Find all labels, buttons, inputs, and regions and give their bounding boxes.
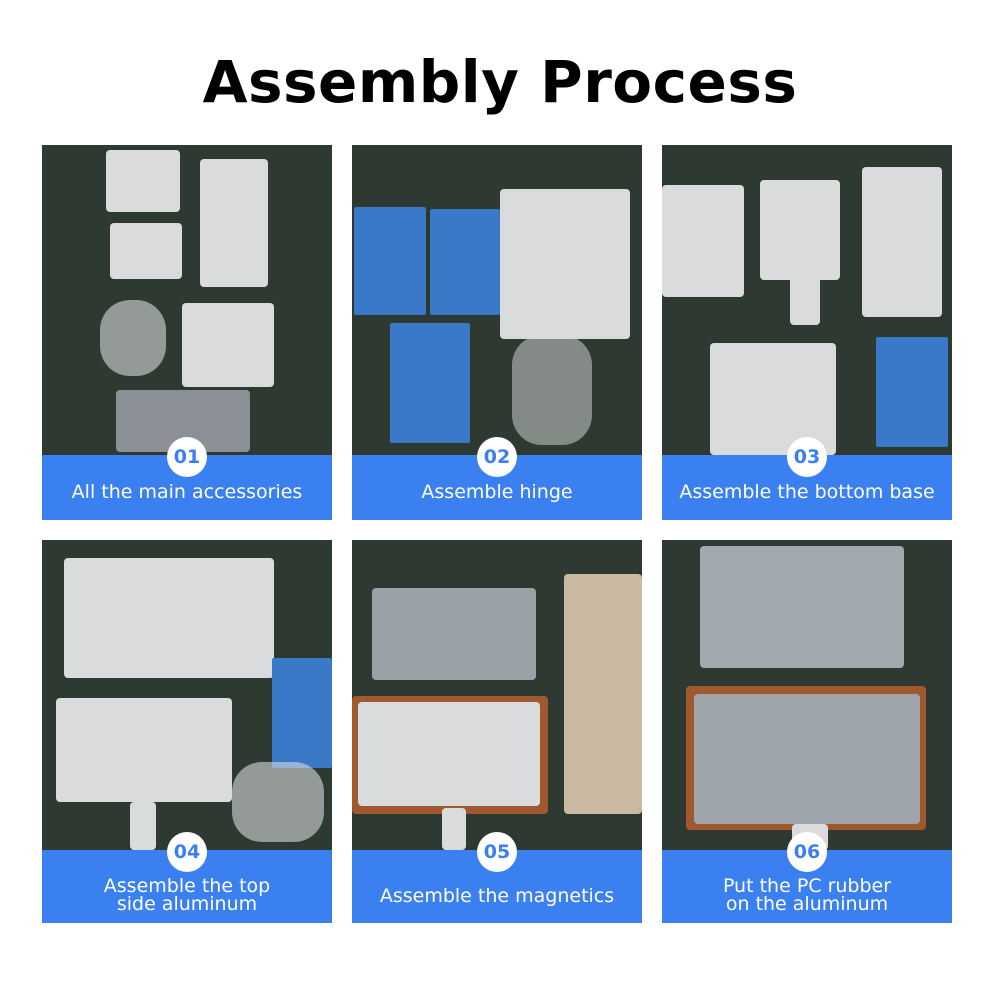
step-photo [42, 540, 332, 850]
step-caption-line-2: on the aluminum [725, 893, 889, 915]
step-card-06: 06 Put the PC rubber on the aluminum [662, 540, 952, 923]
step-caption-line-2: side aluminum [116, 893, 258, 915]
step-photo [662, 540, 952, 850]
step-caption-line-1: Put the PC rubber [722, 875, 892, 897]
step-number: 05 [477, 832, 517, 872]
step-caption: Assemble the bottom base [679, 481, 935, 503]
step-number: 01 [167, 437, 207, 477]
step-caption: All the main accessories [71, 481, 303, 503]
step-number: 04 [167, 832, 207, 872]
step-photo [352, 145, 642, 455]
page-title: Assembly Process [202, 48, 798, 116]
step-card-02: 02 Assemble hinge [352, 145, 642, 520]
step-card-03: 03 Assemble the bottom base [662, 145, 952, 520]
step-number: 06 [787, 832, 827, 872]
step-caption: Assemble the magnetics [379, 885, 615, 907]
step-photo [662, 145, 952, 455]
step-card-04: 04 Assemble the top side aluminum [42, 540, 332, 923]
step-number: 02 [477, 437, 517, 477]
step-number: 03 [787, 437, 827, 477]
step-caption-line-1: Assemble the top [103, 875, 271, 897]
step-photo [352, 540, 642, 850]
step-card-01: 01 All the main accessories [42, 145, 332, 520]
step-card-05: 05 Assemble the magnetics [352, 540, 642, 923]
step-photo [42, 145, 332, 455]
step-caption: Assemble hinge [421, 481, 573, 503]
